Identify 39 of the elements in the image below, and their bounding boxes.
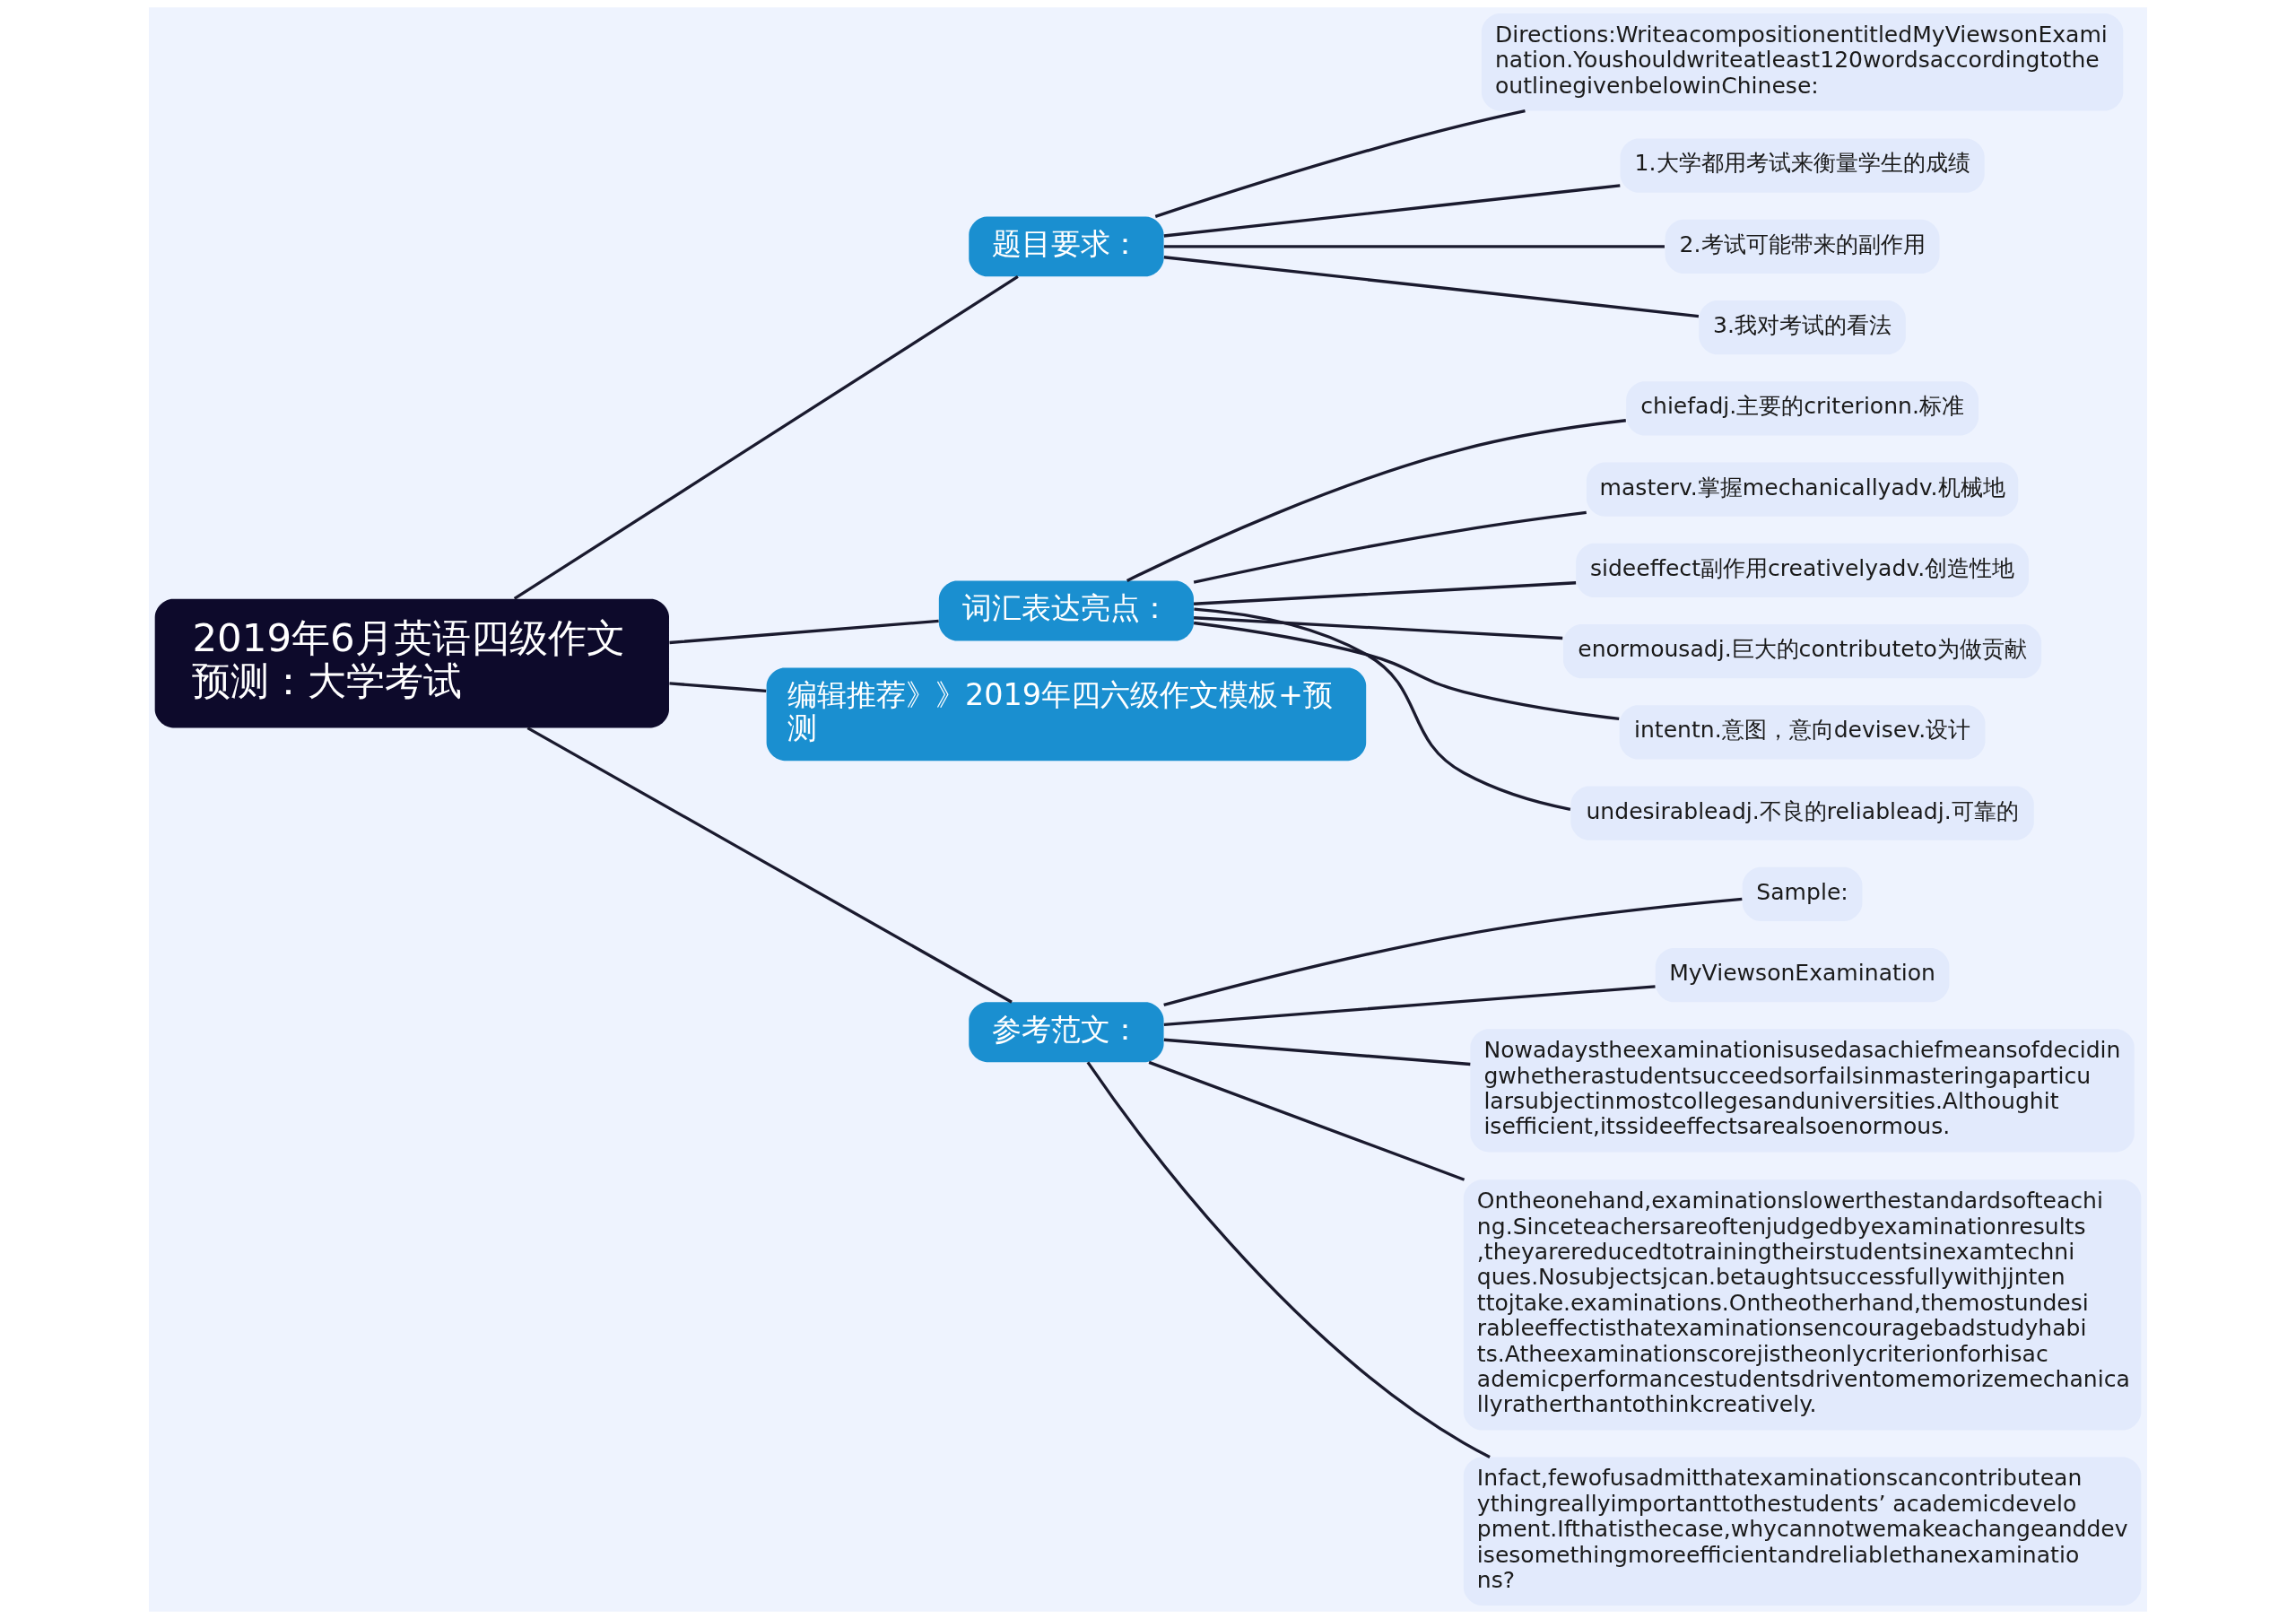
node-box: masterv.掌握mechanicallyadv.机械地 xyxy=(1586,462,2019,517)
node-box: Ontheonehand,examinationslowerthestandardsofteaching.Sinceteachersareoftenjudgedbyexaminationresults,theyarereducedtotrainingtheirstudentsinexamtechniques.Nosubjectsjcan.betaughtsuccessfullywithjjntenttojtake.examinations.Ontheotherhand,themostundesirableeffectisthatexaminationsencouragebadstudyhabits.Atheexaminationscorejistheonlycriterionforhisacademicperformancestudentsdriventomemorizemechanicallyratherthantothinkcreatively. xyxy=(1463,1179,2142,1431)
node-box: 词汇表达亮点： xyxy=(938,580,1194,641)
node-box: sideeffect副作用creativelyadv.创造性地 xyxy=(1576,543,2029,597)
node-box: 题目要求： xyxy=(969,216,1164,277)
connector xyxy=(1163,985,1656,1027)
connector xyxy=(1163,245,1665,248)
connector xyxy=(513,274,1019,600)
connector xyxy=(669,619,939,645)
connector xyxy=(1193,510,1587,584)
node-box: 2019年6月英语四级作文预测：大学考试 xyxy=(154,598,669,728)
connector xyxy=(1086,1061,1491,1458)
node-box: Sample: xyxy=(1742,866,1863,921)
connector xyxy=(669,682,767,692)
node-box: Infact,fewofusadmitthatexaminationscancontributeanythingreallyimportanttothestudents’ academicdevelopment.Ifthatisthecase,whycannotwemakeachangeanddevisesomethingmoreefficientandreliablethanexaminations? xyxy=(1463,1457,2142,1606)
connector xyxy=(1126,419,1626,582)
connector xyxy=(1163,184,1621,238)
connector xyxy=(1148,1060,1465,1181)
node-box: enormousadj.巨大的contributeto为做贡献 xyxy=(1563,624,2042,679)
node-box: 参考范文： xyxy=(969,1002,1164,1063)
node-box: Directions:WriteacompositionentitledMyViewsonExamination.Youshouldwriteatleast120wordsaccordingtotheoutlinegivenbelowinChinese: xyxy=(1481,13,2124,111)
node-box: intentn.意图，意向devisev.设计 xyxy=(1619,705,1986,760)
connector xyxy=(1193,621,1620,721)
node-box: chiefadj.主要的criterionn.标准 xyxy=(1626,381,1979,436)
connector xyxy=(1194,607,1571,811)
connector xyxy=(1163,897,1743,1007)
connector xyxy=(526,727,1013,1004)
node-box: 3.我对考试的看法 xyxy=(1699,300,1906,355)
node-box: 2.考试可能带来的副作用 xyxy=(1665,219,1940,274)
connector xyxy=(1194,581,1577,605)
connector xyxy=(1163,1038,1471,1066)
node-box: MyViewsonExamination xyxy=(1655,948,1950,1003)
node-box: 1.大学都用考试来衡量学生的成绩 xyxy=(1620,138,1985,193)
node-box: undesirableadj.不良的reliableadj.可靠的 xyxy=(1570,786,2034,840)
connector xyxy=(1154,109,1526,218)
connector xyxy=(1194,616,1563,640)
connector xyxy=(1163,256,1700,318)
node-box: Nowadaystheexaminationisusedasachiefmeansofdecidingwhetherastudentsucceedsorfailsinmasteringaparticularsubjectinmostcollegesanduniversities.Althoughitisefficient,itssideeffectsarealsoenormous. xyxy=(1470,1029,2135,1153)
node-box: 编辑推荐》》2019年四六级作文模板+预测 xyxy=(766,667,1367,762)
